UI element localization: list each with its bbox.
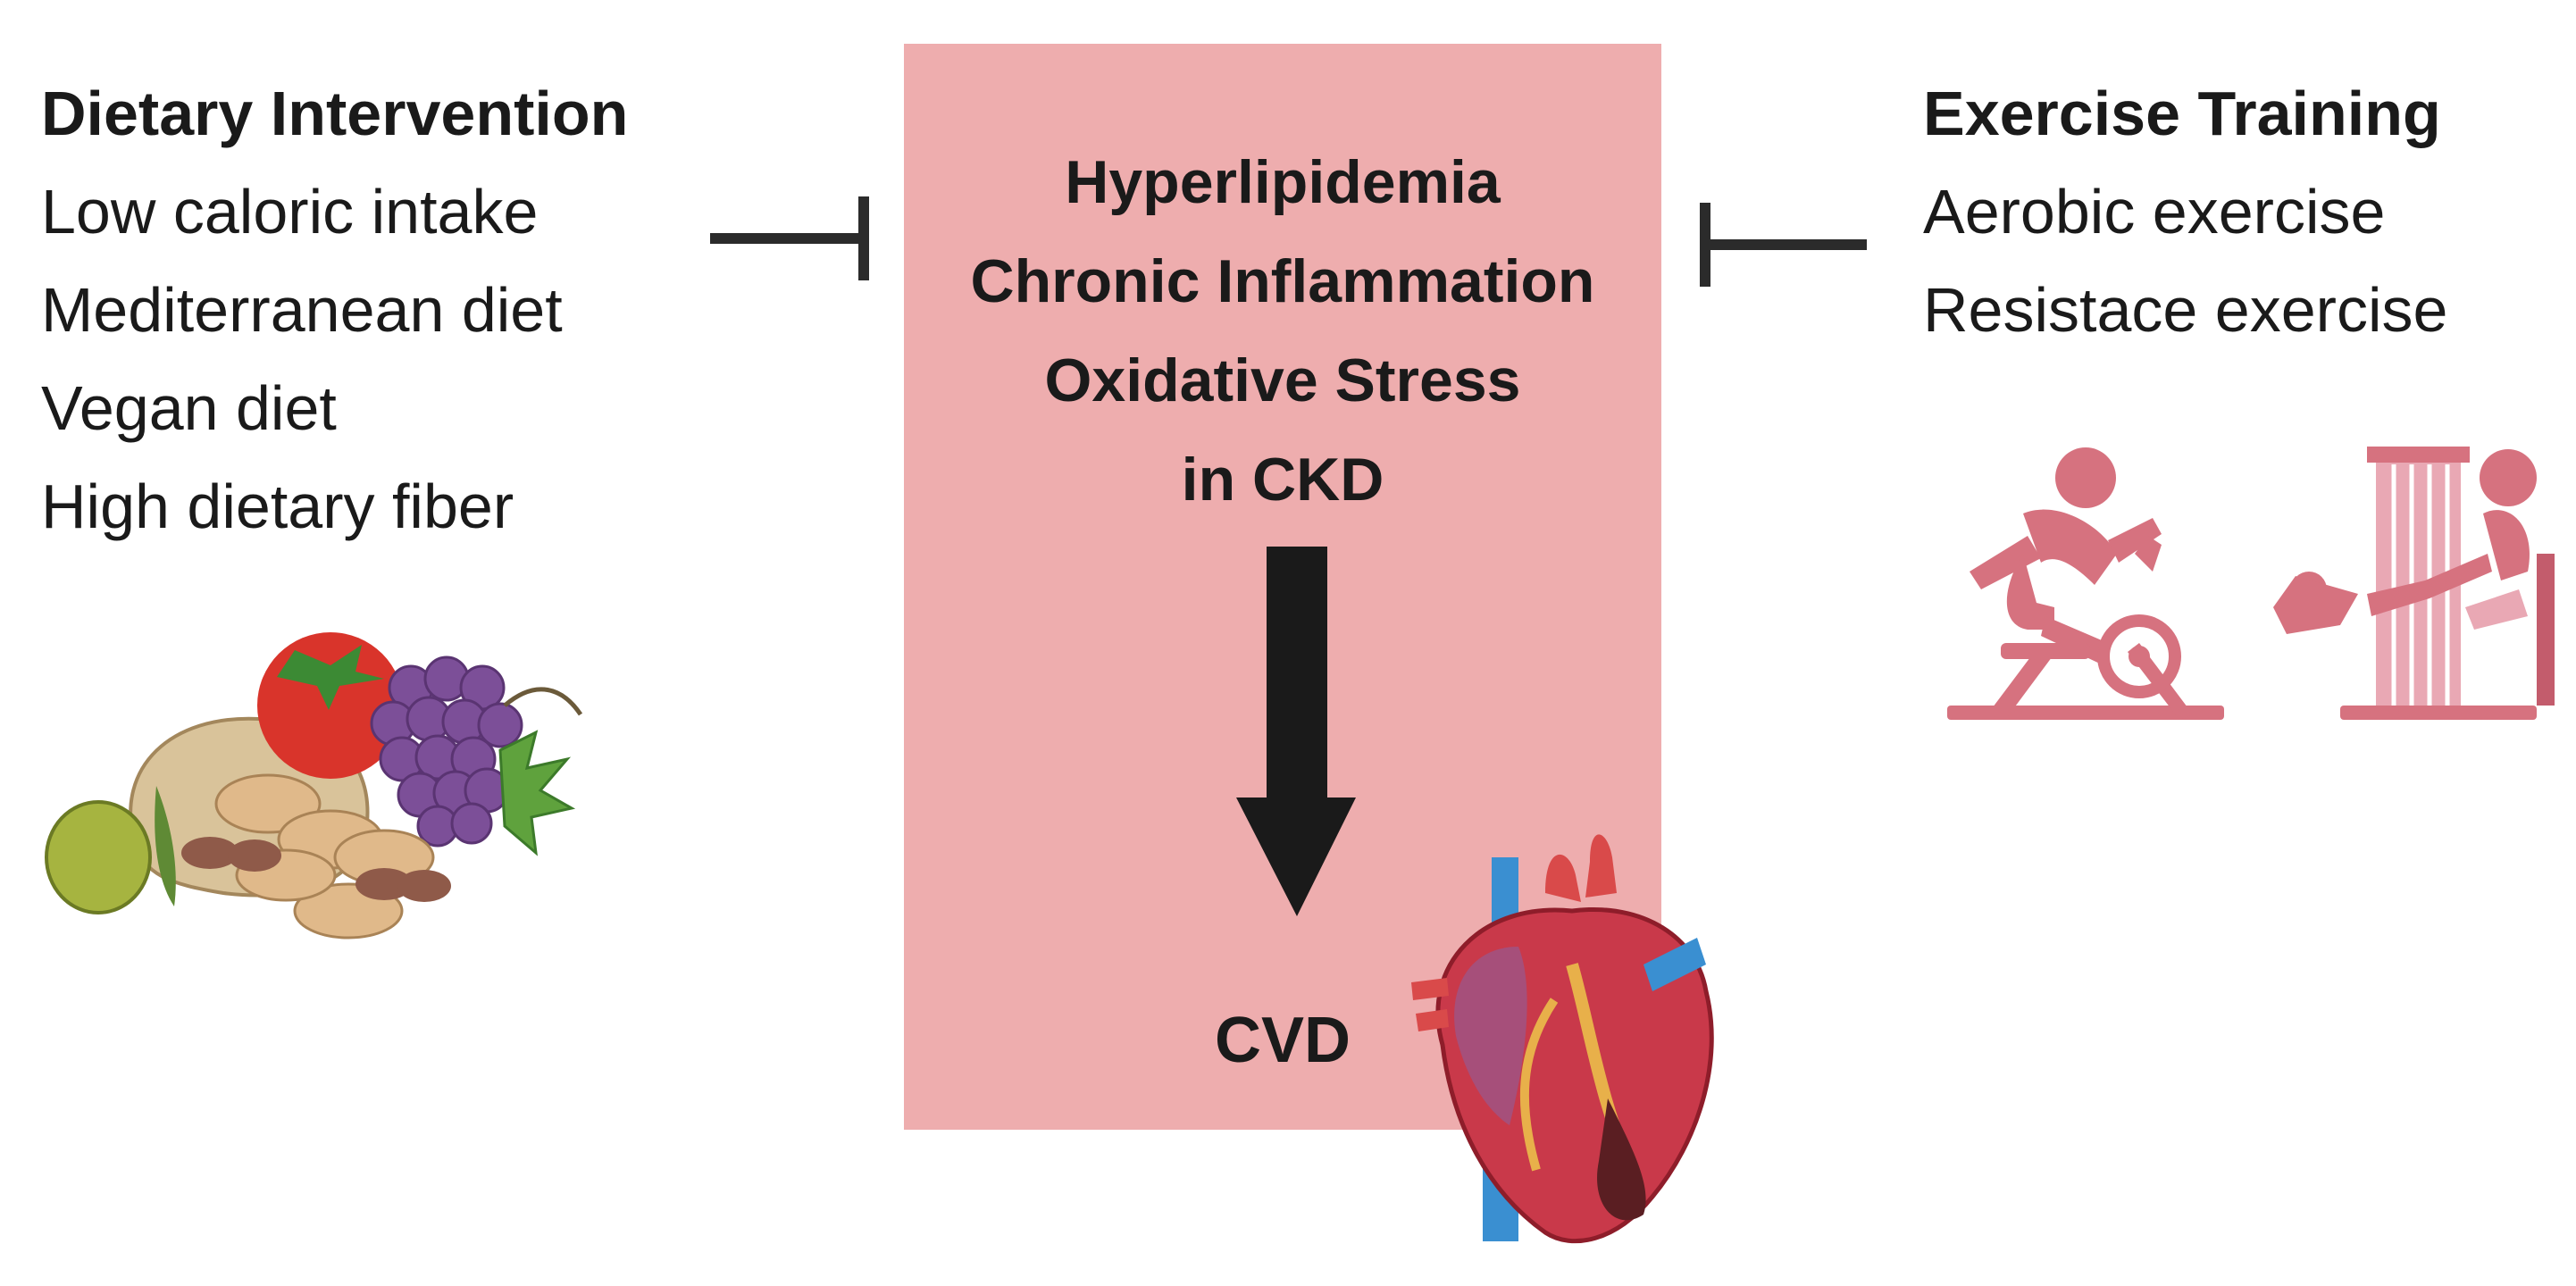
inhibit-line-right bbox=[1700, 203, 1867, 287]
condition-hyperlipidemia: Hyperlipidemia bbox=[1065, 148, 1501, 216]
exercise-bike-icon bbox=[1947, 447, 2224, 720]
exercise-item: Resistace exercise bbox=[1923, 275, 2448, 345]
dietary-intervention-heading: Dietary Intervention bbox=[41, 79, 629, 148]
exercise-training-heading: Exercise Training bbox=[1923, 79, 2441, 148]
leg-press-icon bbox=[2273, 447, 2555, 720]
outcome-label: CVD bbox=[1214, 1005, 1351, 1076]
condition-list: Hyperlipidemia Chronic Inflammation Oxid… bbox=[904, 133, 1661, 530]
exercise-item: Aerobic exercise bbox=[1923, 177, 2386, 246]
pathology-box: Hyperlipidemia Chronic Inflammation Oxid… bbox=[904, 44, 1661, 1130]
exercise-training-column: Exercise Training Aerobic exercise Resis… bbox=[1923, 64, 2447, 359]
dietary-intervention-column: Dietary Intervention Low caloric intake … bbox=[41, 64, 628, 555]
heart-icon bbox=[1411, 834, 1714, 1244]
diet-item: High dietary fiber bbox=[41, 472, 514, 541]
inhibit-line-left bbox=[710, 196, 869, 280]
condition-oxidative-stress: Oxidative Stress bbox=[1044, 347, 1521, 414]
food-basket-icon bbox=[45, 632, 583, 939]
diet-item: Mediterranean diet bbox=[41, 275, 563, 345]
down-arrow-icon bbox=[1236, 547, 1356, 916]
diet-item: Vegan diet bbox=[41, 373, 337, 443]
condition-chronic-inflammation: Chronic Inflammation bbox=[970, 247, 1595, 315]
diet-item: Low caloric intake bbox=[41, 177, 539, 246]
condition-context: in CKD bbox=[1181, 446, 1384, 514]
